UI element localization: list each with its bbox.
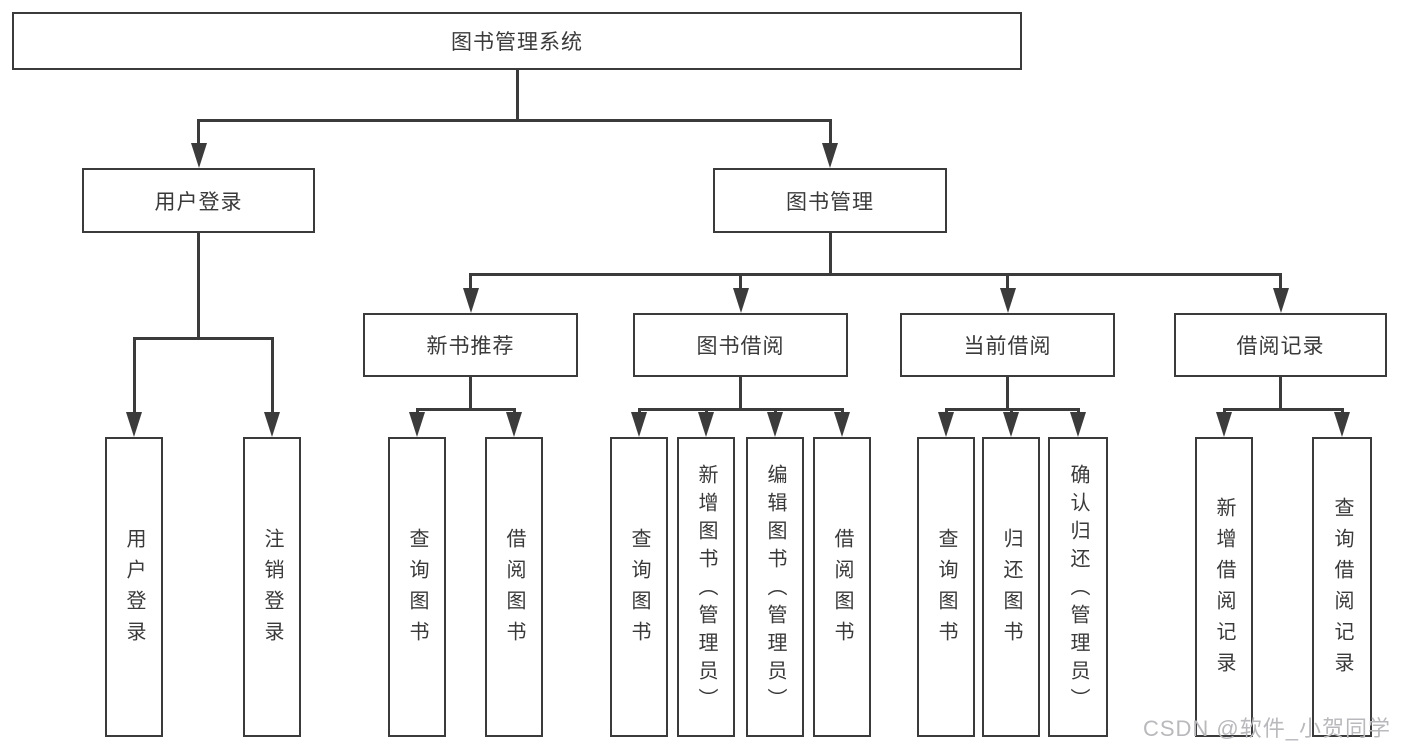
connector-bar-new-book-rec — [415, 408, 516, 411]
connector-drop-v-query-book-current — [944, 408, 948, 414]
arrowhead-v-query-book-new — [409, 412, 425, 437]
node-root: 图书管理系统 — [12, 12, 1022, 70]
connector-stem-root — [515, 70, 519, 122]
node-v-borrow-book: 借阅图书 — [813, 437, 871, 737]
connector-drop-book-mgmt — [828, 119, 832, 145]
connector-drop-v-logout — [270, 337, 274, 414]
arrowhead-book-borrow — [732, 288, 749, 313]
node-label-v-edit-book: 编辑图书（管理员） — [764, 464, 786, 716]
connector-drop-v-query-book-new — [415, 408, 419, 414]
node-label-current-borrow: 当前借阅 — [963, 335, 1052, 358]
connector-drop-v-add-borrow-record — [1222, 408, 1226, 414]
connector-drop-v-return-book — [1009, 408, 1013, 414]
node-v-add-book: 新增图书（管理员） — [677, 437, 735, 737]
connector-drop-new-book-rec — [469, 273, 472, 290]
connector-bar-root — [197, 119, 832, 122]
node-label-v-add-borrow-record: 新增借阅记录 — [1213, 497, 1235, 683]
arrowhead-v-edit-book — [767, 412, 783, 437]
node-label-book-mgmt: 图书管理 — [786, 190, 874, 214]
connector-drop-borrow-records — [1279, 273, 1282, 290]
node-book-mgmt: 图书管理 — [713, 168, 947, 233]
connector-drop-current-borrow — [1006, 273, 1009, 290]
node-v-borrow-book-new: 借阅图书 — [485, 437, 543, 737]
arrowhead-v-user-login — [126, 412, 142, 437]
node-label-v-logout: 注销登录 — [261, 528, 283, 652]
node-user-login: 用户登录 — [82, 168, 315, 233]
node-label-v-user-login: 用户登录 — [123, 528, 145, 652]
arrowhead-current-borrow — [999, 288, 1016, 313]
arrowhead-v-query-book-current — [938, 412, 954, 437]
connector-stem-current-borrow — [1006, 377, 1009, 411]
connector-drop-v-confirm-return — [1076, 408, 1080, 414]
node-v-edit-book: 编辑图书（管理员） — [746, 437, 804, 737]
node-v-return-book: 归还图书 — [982, 437, 1040, 737]
connector-drop-v-add-book — [704, 408, 708, 414]
arrowhead-user-login — [190, 143, 207, 168]
node-v-query-book-borrow: 查询图书 — [610, 437, 668, 737]
connector-drop-v-query-book-borrow — [637, 408, 641, 414]
node-v-logout: 注销登录 — [243, 437, 301, 737]
connector-drop-v-user-login — [132, 337, 136, 414]
arrowhead-v-borrow-book-new — [506, 412, 522, 437]
connector-stem-new-book-rec — [469, 377, 472, 411]
node-label-v-query-book-new: 查询图书 — [406, 528, 428, 652]
connector-stem-book-borrow — [739, 377, 742, 411]
node-v-add-borrow-record: 新增借阅记录 — [1195, 437, 1253, 737]
arrowhead-book-mgmt — [822, 143, 838, 168]
connector-stem-borrow-records — [1279, 377, 1282, 411]
arrowhead-v-return-book — [1003, 412, 1019, 437]
node-new-book-rec: 新书推荐 — [363, 313, 578, 377]
connector-drop-v-query-borrow-record — [1340, 408, 1344, 414]
node-label-v-query-book-current: 查询图书 — [935, 528, 957, 652]
node-book-borrow: 图书借阅 — [633, 313, 848, 377]
arrowhead-v-query-borrow-record — [1334, 412, 1350, 437]
connector-bar-book-borrow — [637, 408, 844, 411]
node-label-user-login: 用户登录 — [154, 190, 243, 214]
node-borrow-records: 借阅记录 — [1174, 313, 1387, 377]
node-label-v-borrow-book: 借阅图书 — [831, 528, 853, 652]
arrowhead-v-confirm-return — [1070, 412, 1086, 437]
node-current-borrow: 当前借阅 — [900, 313, 1115, 377]
csdn-watermark: CSDN @软件_小贺同学 — [1142, 716, 1391, 741]
connector-drop-v-borrow-book — [840, 408, 844, 414]
arrowhead-v-logout — [264, 412, 280, 437]
arrowhead-v-add-book — [698, 412, 714, 437]
node-label-v-confirm-return: 确认归还（管理员） — [1067, 464, 1089, 716]
node-label-borrow-records: 借阅记录 — [1236, 335, 1325, 358]
connector-stem-book-mgmt — [828, 233, 832, 276]
node-label-book-borrow: 图书借阅 — [696, 335, 785, 358]
node-label-v-return-book: 归还图书 — [1000, 528, 1022, 652]
node-label-v-query-borrow-record: 查询借阅记录 — [1331, 497, 1353, 683]
node-v-query-book-new: 查询图书 — [388, 437, 446, 737]
arrowhead-borrow-records — [1272, 288, 1289, 313]
node-label-v-add-book: 新增图书（管理员） — [695, 464, 717, 716]
connector-drop-v-borrow-book-new — [512, 408, 516, 414]
connector-bar-borrow-records — [1222, 408, 1344, 411]
node-label-v-query-book-borrow: 查询图书 — [628, 528, 650, 652]
arrowhead-v-add-borrow-record — [1216, 412, 1232, 437]
arrowhead-v-query-book-borrow — [631, 412, 647, 437]
node-v-confirm-return: 确认归还（管理员） — [1048, 437, 1108, 737]
connector-bar-user-login — [132, 337, 274, 340]
connector-drop-user-login — [197, 119, 200, 145]
connector-drop-v-edit-book — [773, 408, 777, 414]
node-label-v-borrow-book-new: 借阅图书 — [503, 528, 525, 652]
connector-drop-book-borrow — [739, 273, 742, 290]
node-label-new-book-rec: 新书推荐 — [426, 335, 515, 358]
arrowhead-v-borrow-book — [834, 412, 850, 437]
arrowhead-new-book-rec — [462, 288, 479, 313]
node-v-user-login: 用户登录 — [105, 437, 163, 737]
node-label-root: 图书管理系统 — [451, 31, 583, 54]
connector-stem-user-login — [197, 233, 200, 340]
node-v-query-book-current: 查询图书 — [917, 437, 975, 737]
connector-bar-book-mgmt — [469, 273, 1282, 276]
node-v-query-borrow-record: 查询借阅记录 — [1312, 437, 1372, 737]
